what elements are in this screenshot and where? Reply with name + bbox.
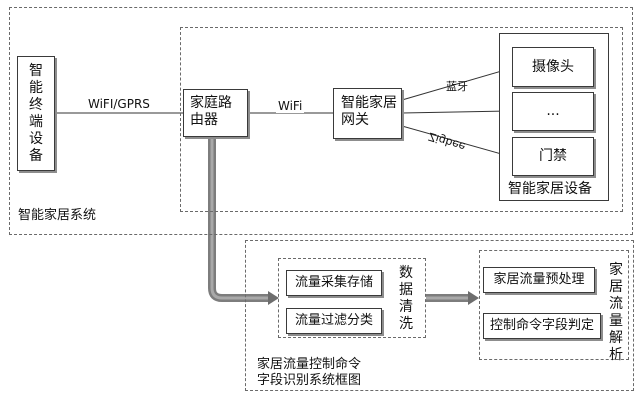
bluetooth-label: 蓝牙 (446, 80, 468, 94)
ellipsis-device-box: ... (512, 92, 594, 131)
framework-title-line2: 字段识别系统框图 (257, 373, 361, 389)
wifi-gprs-label: WiFI/GPRS (88, 97, 150, 111)
door-device-box: 门禁 (512, 137, 594, 176)
collect-store-box: 流量采集存储 (286, 270, 382, 296)
smart-gateway-label: 智能家居网关 (341, 95, 399, 129)
filter-classify-box: 流量过滤分类 (286, 308, 382, 334)
terminal-device-box: 智能终端设备 (17, 56, 55, 171)
camera-device-box: 摄像头 (512, 47, 594, 87)
home-router-box: 家庭路由器 (183, 89, 248, 137)
terminal-device-label: 智能终端设备 (28, 63, 44, 165)
traffic-parsing-label: 家居流量解析 (608, 262, 624, 364)
data-cleaning-label: 数据清洗 (398, 265, 414, 333)
smart-gateway-box: 智能家居网关 (333, 88, 402, 139)
framework-title-line1: 家居流量控制命令 (257, 357, 361, 373)
home-system-label: 智能家居系统 (18, 208, 96, 224)
devices-group-label: 智能家居设备 (508, 181, 592, 198)
field-judge-box: 控制命令字段判定 (483, 313, 601, 339)
home-router-label-1: 家庭路由器 (190, 95, 244, 129)
preprocess-box: 家居流量预处理 (483, 267, 595, 293)
wifi-label: WiFi (276, 99, 304, 113)
